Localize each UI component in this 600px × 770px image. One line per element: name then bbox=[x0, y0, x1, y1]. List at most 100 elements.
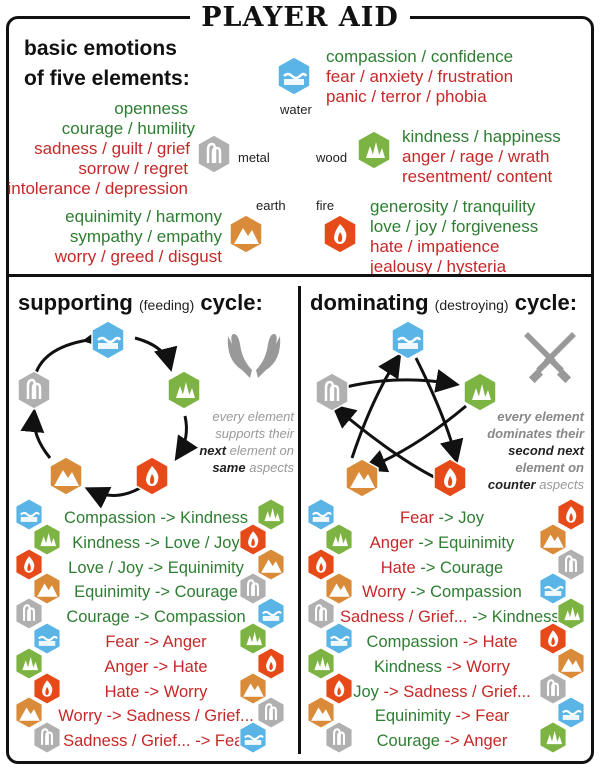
supporting-wood-icon bbox=[166, 370, 202, 410]
wood-icon bbox=[324, 522, 354, 556]
wood-icon bbox=[538, 721, 568, 755]
dominating-row: Joy -> Sadness / Grief... bbox=[340, 682, 544, 702]
supporting-row-arrow: -> bbox=[140, 533, 165, 552]
dominating-cycle-arrows bbox=[331, 352, 467, 480]
intro-line-2: of five elements: bbox=[24, 67, 190, 90]
earth-icon bbox=[32, 572, 62, 606]
water-red-1: fear / anxiety / frustration bbox=[326, 67, 514, 86]
hands-icon bbox=[227, 334, 281, 378]
dominating-row-from: Compassion bbox=[366, 633, 459, 651]
earth-icon bbox=[556, 646, 586, 680]
dominating-row-from: Kindness bbox=[374, 657, 442, 676]
supporting-row: Anger -> Hate bbox=[56, 657, 256, 677]
fire-icon bbox=[538, 622, 568, 655]
supporting-row-arrow: -> bbox=[101, 707, 127, 726]
supporting-row-from: Fear bbox=[105, 633, 140, 651]
supporting-note-3-rest: element on bbox=[226, 443, 294, 458]
supporting-row: Fear -> Anger bbox=[56, 632, 256, 652]
earth-icon bbox=[538, 522, 568, 556]
wood-icon bbox=[556, 597, 586, 631]
water-icon bbox=[276, 56, 312, 96]
water-red-2: panic / terror / phobia bbox=[326, 87, 487, 106]
supporting-row: Courage -> Compassion bbox=[56, 607, 256, 627]
dominating-row-arrow: -> bbox=[467, 608, 492, 627]
supporting-row: Hate -> Worry bbox=[56, 682, 256, 702]
water-icon bbox=[306, 498, 336, 531]
dominating-row-from: Hate bbox=[380, 558, 416, 577]
dominating-note-4: element on bbox=[515, 460, 584, 475]
supporting-row-arrow: -> bbox=[143, 558, 168, 577]
supporting-row-to: Compassion bbox=[153, 608, 246, 627]
dominating-row-to: Anger bbox=[463, 732, 508, 751]
horizontal-divider bbox=[6, 274, 594, 277]
earth-icon bbox=[14, 696, 44, 730]
page-title: PLAYER AID bbox=[201, 2, 399, 33]
supporting-row-arrow: -> bbox=[148, 657, 173, 676]
supporting-row: Love / Joy -> Equinimity bbox=[56, 558, 256, 578]
supporting-row-to: Anger bbox=[162, 633, 207, 651]
metal-icon bbox=[306, 597, 336, 631]
supporting-note-3: next element on bbox=[199, 442, 294, 459]
fire-red-2: jealousy / hysteria bbox=[370, 257, 507, 276]
supporting-row-from: Love / Joy bbox=[68, 558, 144, 577]
wood-icon bbox=[356, 130, 392, 170]
dominating-row-arrow: -> bbox=[450, 707, 476, 726]
fire-icon bbox=[238, 522, 268, 556]
supporting-row-arrow: -> bbox=[190, 732, 215, 751]
earth-green-2: sympathy / empathy bbox=[69, 227, 222, 246]
supporting-row: Kindness -> Love / Joy bbox=[56, 533, 256, 553]
dominating-row-from: Equinimity bbox=[374, 707, 451, 726]
fire-label: fire bbox=[316, 198, 335, 213]
supporting-row: Worry -> Sadness / Grief... bbox=[56, 706, 256, 726]
crossed-swords-icon bbox=[524, 332, 576, 384]
dominating-row-to: Fear bbox=[475, 707, 510, 726]
vertical-divider bbox=[298, 286, 301, 754]
fire-icon bbox=[256, 646, 286, 680]
dominating-earth-icon bbox=[344, 458, 380, 498]
supporting-row: Equinimity -> Courage bbox=[56, 582, 256, 602]
supporting-row-arrow: -> bbox=[129, 608, 154, 627]
fire-icon bbox=[306, 547, 336, 581]
dominating-water-icon bbox=[390, 320, 426, 360]
dominating-row: Worry -> Compassion bbox=[340, 582, 544, 602]
water-icon bbox=[324, 622, 354, 655]
supporting-row-arrow: -> bbox=[139, 633, 163, 651]
dominating-note: every element dominates their second nex… bbox=[487, 408, 584, 493]
earth-label: earth bbox=[256, 198, 286, 213]
wood-red-1: anger / rage / wrath bbox=[402, 147, 550, 166]
supporting-heading-bold: supporting bbox=[18, 290, 133, 315]
earth-icon bbox=[306, 696, 336, 730]
water-icon bbox=[538, 572, 568, 606]
supporting-heading-cycle: cycle: bbox=[200, 290, 263, 315]
dominating-note-3: second next bbox=[508, 443, 584, 458]
metal-icon bbox=[32, 721, 62, 755]
dominating-row-to: Joy bbox=[458, 509, 484, 527]
wood-icon bbox=[306, 646, 336, 680]
wood-icon bbox=[14, 646, 44, 680]
supporting-row-to: Courage bbox=[174, 583, 238, 602]
dominating-row: Compassion -> Hate bbox=[340, 632, 544, 652]
dominating-row-to: Worry bbox=[466, 657, 510, 676]
dominating-row: Hate -> Courage bbox=[340, 558, 544, 578]
dominating-metal-icon bbox=[314, 372, 350, 412]
wood-label: wood bbox=[316, 150, 348, 165]
supporting-row-from: Hate bbox=[104, 682, 140, 701]
water-icon bbox=[32, 622, 62, 655]
dominating-row: Kindness -> Worry bbox=[340, 657, 544, 677]
supporting-row-arrow: -> bbox=[139, 682, 164, 701]
supporting-note-1: every element bbox=[212, 409, 294, 424]
supporting-water-icon bbox=[90, 320, 126, 360]
supporting-row-to: Worry bbox=[163, 682, 208, 701]
dominating-wood-icon bbox=[462, 372, 498, 412]
dominating-row-arrow: -> bbox=[405, 583, 431, 602]
wood-red-2: resentment/ content bbox=[402, 167, 553, 186]
fire-green-1: generosity / tranquility bbox=[370, 197, 536, 216]
fire-red-1: hate / impatience bbox=[370, 237, 500, 256]
earth-icon bbox=[324, 572, 354, 606]
fire-icon bbox=[14, 547, 44, 581]
metal-icon bbox=[538, 671, 568, 705]
metal-icon bbox=[324, 721, 354, 755]
fire-green-2: love / joy / forgiveness bbox=[370, 217, 539, 236]
dominating-note-1: every element bbox=[497, 409, 584, 424]
intro-line-1: basic emotions bbox=[24, 37, 177, 60]
